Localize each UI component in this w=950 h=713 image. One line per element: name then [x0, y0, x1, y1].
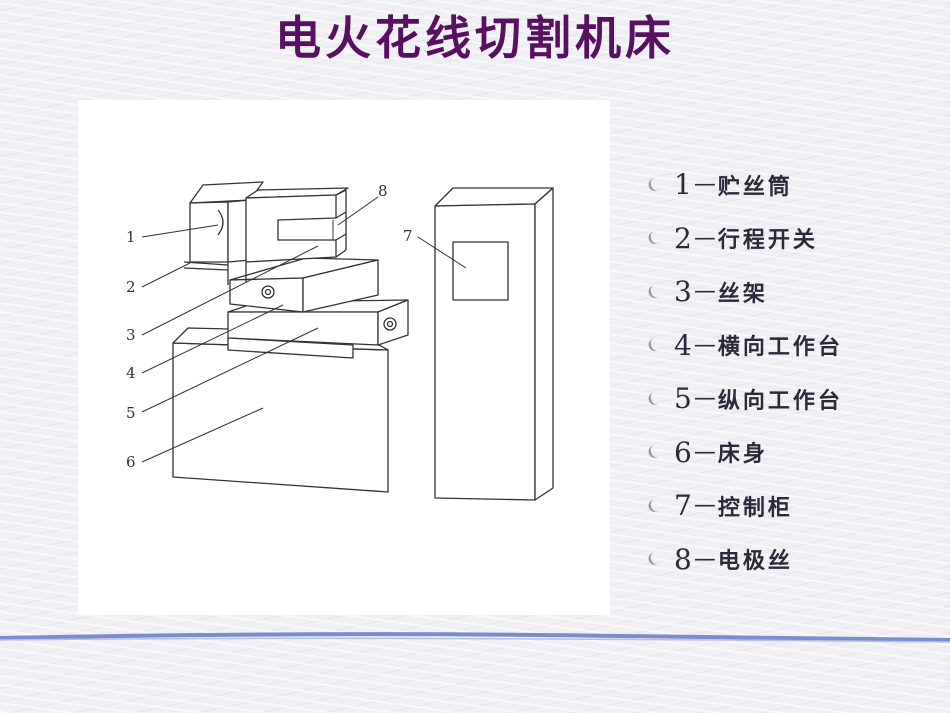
callout-1: 1 [126, 228, 136, 246]
legend-dash: — [693, 546, 716, 572]
legend-item-1: ❨ 1 — 贮丝筒 [643, 158, 946, 212]
callout-2: 2 [126, 278, 136, 296]
wire-frame [227, 187, 349, 285]
legend-label: 电极丝 [717, 549, 793, 575]
parts-legend: ❨ 1 — 贮丝筒 ❨ 2 — 行程开关 ❨ 3 — 丝架 ❨ 4 — 横向工作… [643, 158, 946, 587]
legend-number: 7 [674, 489, 692, 523]
legend-dash: — [693, 225, 716, 251]
callout-4: 4 [126, 364, 136, 382]
cross-table [229, 257, 379, 313]
footer-divider [0, 632, 950, 643]
legend-number: 2 [674, 221, 692, 255]
legend-number: 6 [674, 435, 692, 469]
leaf-bullet-icon: ❨ [643, 390, 661, 410]
callout-5: 5 [126, 404, 136, 422]
legend-item-6: ❨ 6 — 床身 [643, 426, 946, 480]
machine-diagram: 1 2 3 4 5 6 7 8 [78, 100, 610, 615]
legend-number: 5 [674, 382, 692, 416]
legend-item-5: ❨ 5 — 纵向工作台 [643, 372, 946, 426]
leaf-bullet-icon: ❨ [643, 336, 661, 356]
legend-label: 行程开关 [717, 228, 818, 254]
legend-dash: — [693, 172, 716, 198]
leaf-bullet-icon: ❨ [643, 283, 661, 303]
legend-dash: — [693, 493, 716, 519]
leaf-bullet-icon: ❨ [643, 497, 661, 517]
legend-item-3: ❨ 3 — 丝架 [643, 265, 946, 319]
callout-3: 3 [126, 326, 136, 344]
legend-number: 1 [674, 168, 692, 202]
legend-label: 纵向工作台 [717, 388, 843, 414]
legend-label: 横向工作台 [717, 335, 843, 361]
leaf-bullet-icon: ❨ [643, 550, 661, 570]
legend-label: 丝架 [717, 281, 768, 307]
legend-dash: — [693, 439, 716, 465]
legend-number: 4 [674, 328, 692, 362]
legend-number: 3 [674, 275, 692, 309]
legend-number: 8 [674, 542, 692, 576]
callout-7: 7 [403, 227, 413, 245]
leaf-bullet-icon: ❨ [643, 443, 661, 463]
legend-dash: — [693, 386, 716, 412]
callout-8: 8 [378, 182, 388, 200]
legend-item-2: ❨ 2 — 行程开关 [643, 212, 946, 266]
control-cabinet [434, 187, 554, 501]
leaf-bullet-icon: ❨ [643, 229, 661, 249]
legend-label: 贮丝筒 [717, 174, 793, 200]
legend-item-7: ❨ 7 — 控制柜 [643, 479, 946, 533]
legend-item-8: ❨ 8 — 电极丝 [643, 533, 946, 587]
wire-drum [183, 181, 264, 271]
legend-dash: — [693, 279, 716, 305]
callout-6: 6 [126, 453, 136, 471]
page-title: 电火花线切割机床 [275, 11, 675, 65]
legend-label: 床身 [717, 442, 768, 468]
legend-item-4: ❨ 4 — 横向工作台 [643, 319, 946, 373]
legend-dash: — [693, 332, 716, 358]
leaf-bullet-icon: ❨ [643, 176, 661, 196]
legend-label: 控制柜 [717, 495, 793, 521]
